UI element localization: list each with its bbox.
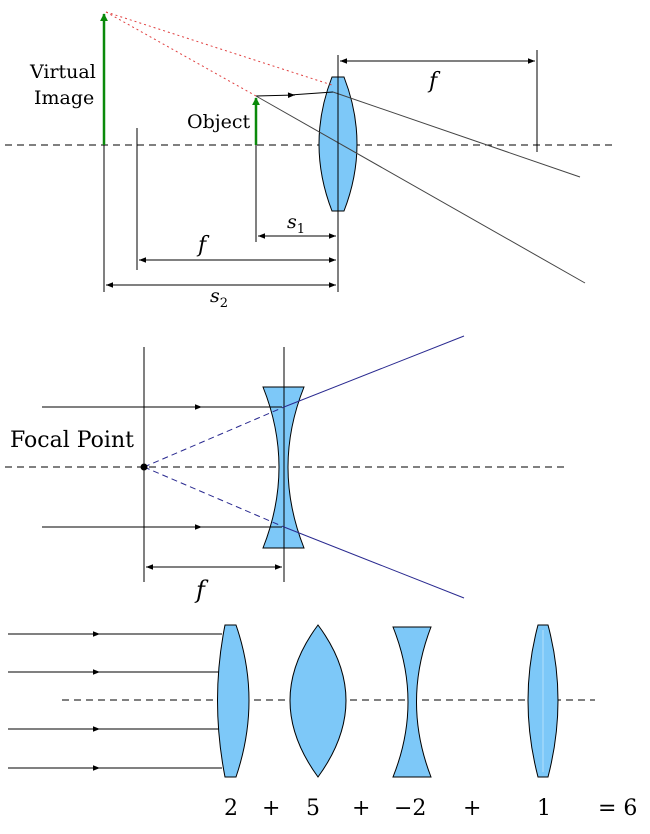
lens-biconcave: [392, 626, 432, 778]
focal-label-bottom: f: [196, 233, 210, 258]
s1-label: s1: [287, 211, 305, 237]
virtual-ray-1: [105, 11, 333, 86]
ray-parallel: [289, 91, 334, 96]
ray-central: [255, 95, 586, 284]
virtual-ray-2: [105, 11, 257, 97]
power-plus-3: +: [463, 796, 481, 821]
power-term-4: 1: [537, 796, 551, 821]
power-total: = 6: [598, 796, 637, 821]
focal-label-2: f: [194, 576, 209, 604]
diverging-ray-top: [283, 335, 465, 408]
s2-label: s2: [210, 285, 228, 311]
focal-point-dot: [140, 463, 148, 471]
diagram-lens-power-sum: 2 + 5 + −2 + 1 = 6: [8, 624, 637, 821]
diagram-diverging-lens: Focal Point f: [5, 335, 565, 604]
power-plus-1: +: [262, 796, 280, 821]
object-label: Object: [187, 111, 251, 133]
power-plus-2: +: [352, 796, 370, 821]
virtual-image-label-line1: Virtual: [29, 61, 96, 83]
virtual-extension-bottom: [143, 466, 285, 528]
virtual-image-label-line2: Image: [34, 87, 94, 109]
lens-biconvex: [289, 624, 347, 778]
virtual-extension-top: [143, 406, 285, 468]
ray-parallel-arrow: [255, 92, 296, 98]
power-term-1: 2: [224, 796, 238, 821]
power-term-3: −2: [394, 796, 426, 821]
diagram-converging-virtual-image: Virtual Image Object f f s1 s2: [5, 11, 615, 311]
focal-label-top: f: [427, 69, 441, 94]
lens-plano-convex: [217, 624, 250, 778]
ray-refracted: [332, 91, 581, 178]
power-term-2: 5: [306, 796, 320, 821]
diverging-ray-bottom: [283, 526, 465, 599]
focal-point-label: Focal Point: [10, 428, 134, 453]
